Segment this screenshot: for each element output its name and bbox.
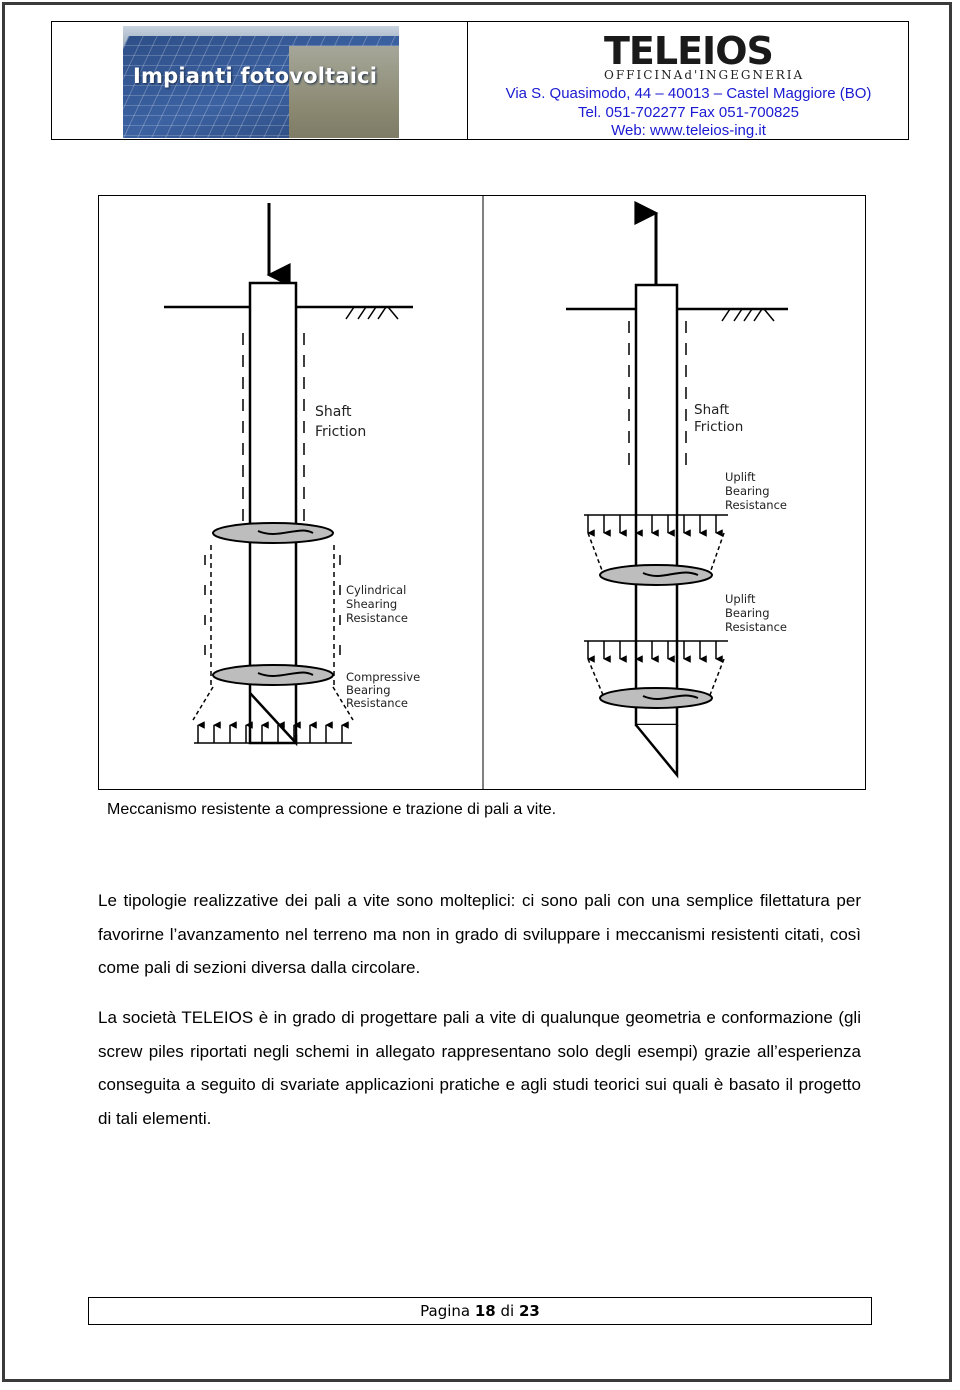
label-shaft: Shaft [315, 404, 352, 420]
figure-caption: Meccanismo resistente a compressione e t… [107, 801, 557, 818]
label-resistance-2: Resistance [725, 620, 787, 634]
label-uplift-2: Uplift [725, 592, 756, 606]
logo-name: TELEIOS [604, 29, 774, 73]
header-divider [467, 22, 468, 139]
field-graphic [289, 46, 399, 138]
page-total: 23 [519, 1302, 540, 1320]
shaft-friction-arrows-right [628, 321, 687, 465]
solar-banner-image: Impianti fotovoltaici [123, 26, 399, 138]
ground-hatch-right [721, 308, 775, 322]
label-resistance-comp: Resistance [346, 696, 408, 710]
uplift-bearing-arrows-upper [584, 514, 728, 537]
company-logo: TELEIOS OFFICINAd'INGEGNERIA [604, 32, 804, 82]
figure-frame [98, 195, 866, 790]
label-bearing: Bearing [346, 683, 391, 697]
label-uplift-1: Uplift [725, 470, 756, 484]
paragraph-company-capability: La società TELEIOS è in grado di progett… [98, 1008, 861, 1128]
label-resistance-cyl: Resistance [346, 611, 408, 625]
company-address: Via S. Quasimodo, 44 – 40013 – Castel Ma… [505, 85, 872, 102]
compressive-bearing-arrows [194, 721, 352, 744]
logo-subtitle: OFFICINAd'INGEGNERIA [604, 68, 805, 82]
banner-title: Impianti fotovoltaici [133, 64, 378, 88]
screw-pile-diagram: Shaft Friction Cylindrical Shearing Resi… [98, 195, 866, 790]
label-cylindrical: Cylindrical [346, 583, 406, 597]
label-bearing-2: Bearing [725, 606, 770, 620]
company-web: Web: www.teleios-ing.it [611, 122, 766, 139]
uplift-bulb-upper [587, 532, 725, 574]
ground-hatch [345, 306, 399, 320]
label-friction: Friction [315, 424, 366, 440]
label-compressive: Compressive [346, 670, 420, 684]
page-header: Impianti fotovoltaici TELEIOS OFFICINAd'… [51, 21, 909, 140]
shaft-friction-arrows-left [242, 333, 305, 521]
uplift-bearing-arrows-lower [584, 640, 728, 663]
label-shearing: Shearing [346, 597, 397, 611]
cylindrical-shear-arrows [204, 555, 341, 655]
page-footer: Pagina 18 di 23 [88, 1297, 872, 1325]
page-of: di [500, 1302, 515, 1320]
label-shaft-right: Shaft [694, 402, 729, 418]
compression-pile-drawing: Shaft Friction Cylindrical Shearing Resi… [164, 203, 420, 747]
pile-shaft-right [634, 283, 679, 727]
pile-tip-right [635, 724, 679, 779]
tension-pile-drawing: Shaft Friction Uplift Bearing Resistance… [566, 201, 788, 779]
company-phone: Tel. 051-702277 Fax 051-700825 [577, 104, 799, 121]
label-bearing-1: Bearing [725, 484, 770, 498]
paragraph-pile-types: Le tipologie realizzative dei pali a vit… [98, 891, 861, 977]
label-resistance-1: Resistance [725, 498, 787, 512]
page-word: Pagina [420, 1302, 471, 1320]
page-current: 18 [474, 1302, 496, 1320]
label-friction-right: Friction [694, 419, 743, 435]
